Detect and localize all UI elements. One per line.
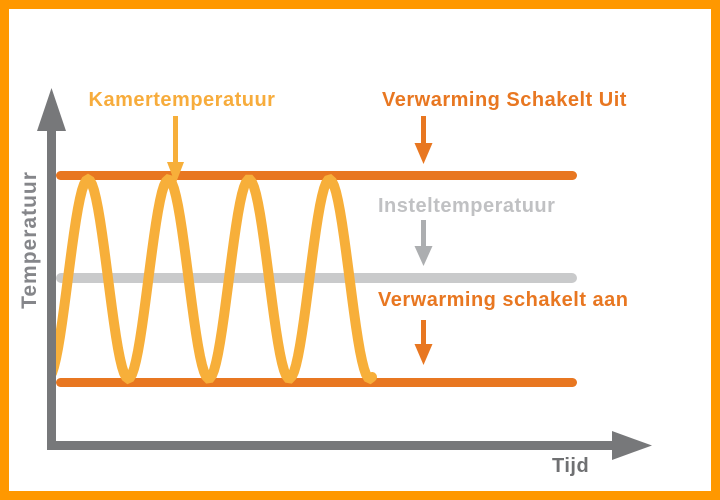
heating-on-arrow-head xyxy=(414,344,433,365)
room-temperature-wave xyxy=(47,173,377,385)
y-axis-label: Temperatuur xyxy=(18,171,41,309)
heating-off-arrow-head xyxy=(414,143,433,164)
x-axis-label: Tijd xyxy=(552,455,590,477)
x-axis-line xyxy=(47,441,614,450)
heating-on-label: Verwarming schakelt aan xyxy=(378,289,629,311)
kamertemperatuur-label: Kamertemperatuur xyxy=(88,89,276,111)
setpoint-label: Insteltemperatuur xyxy=(378,195,556,217)
setpoint-arrow-head xyxy=(414,246,433,266)
y-axis-arrowhead xyxy=(37,88,66,131)
kamertemperatuur-arrow-head xyxy=(167,162,184,184)
heating-off-label: Verwarming Schakelt Uit xyxy=(382,89,627,111)
x-axis-arrowhead xyxy=(612,431,652,460)
y-axis-line xyxy=(47,128,56,450)
